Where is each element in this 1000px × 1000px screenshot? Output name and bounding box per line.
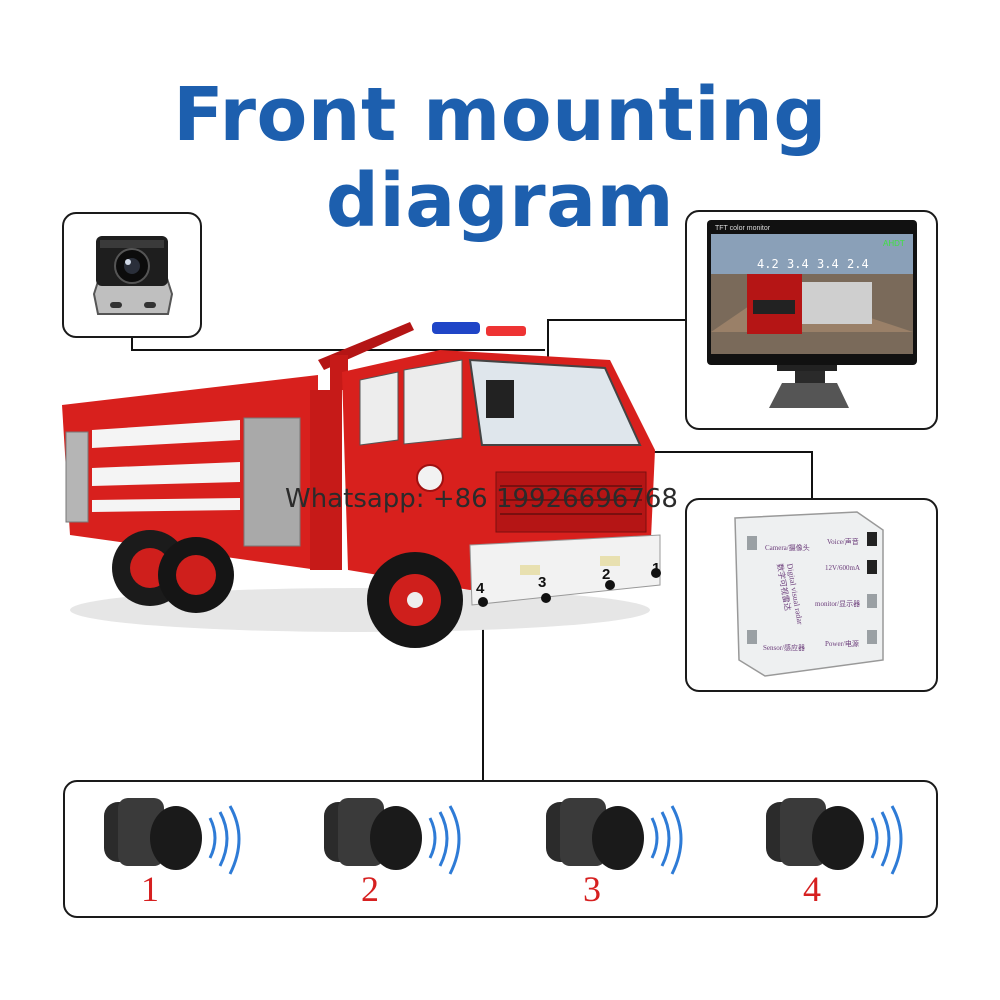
sensor-label-1: 1 <box>141 869 159 909</box>
monitor-icon: TFT color monitor AHDT 4.2 3.4 3.4 2.4 <box>707 220 917 408</box>
truck-marker-1: 1 <box>652 560 661 577</box>
camera-icon <box>92 236 174 315</box>
sensor-label-4: 4 <box>803 869 821 909</box>
monitor-port-label: monitor/显示器 <box>815 600 860 608</box>
monitor-reading-2: 3.4 <box>787 257 809 271</box>
truck-marker-4: 4 <box>476 580 485 597</box>
sensor-label-2: 2 <box>361 869 379 909</box>
power-port-label: Power/电源 <box>825 639 859 648</box>
spec-label: 12V/600mA <box>825 564 860 572</box>
monitor-reading-1: 4.2 <box>757 257 779 271</box>
camera-panel <box>62 212 202 338</box>
voice-port-label: Voice/声音 <box>827 537 859 546</box>
sensor-port-label: Sensor/感应器 <box>763 643 805 652</box>
radar-control-box: Camera/摄像头 Voice/声音 12V/600mA Digital vi… <box>734 511 884 677</box>
sensor-label-3: 3 <box>583 869 601 909</box>
monitor-header: TFT color monitor <box>715 225 771 232</box>
page-title: Front mounting diagram <box>173 72 827 244</box>
radar-panel: Camera/摄像头 Voice/声音 12V/600mA Digital vi… <box>685 498 938 692</box>
monitor-reading-4: 2.4 <box>847 257 869 271</box>
monitor-badge: AHDT <box>883 239 905 248</box>
truck-marker-2: 2 <box>602 566 611 583</box>
monitor-reading-3: 3.4 <box>817 257 839 271</box>
monitor-panel: TFT color monitor AHDT 4.2 3.4 3.4 2.4 <box>685 210 938 430</box>
truck-marker-3: 3 <box>538 574 547 591</box>
whatsapp-watermark: Whatsapp: +86 19926696768 <box>285 484 678 514</box>
camera-port-label: Camera/摄像头 <box>765 543 810 552</box>
